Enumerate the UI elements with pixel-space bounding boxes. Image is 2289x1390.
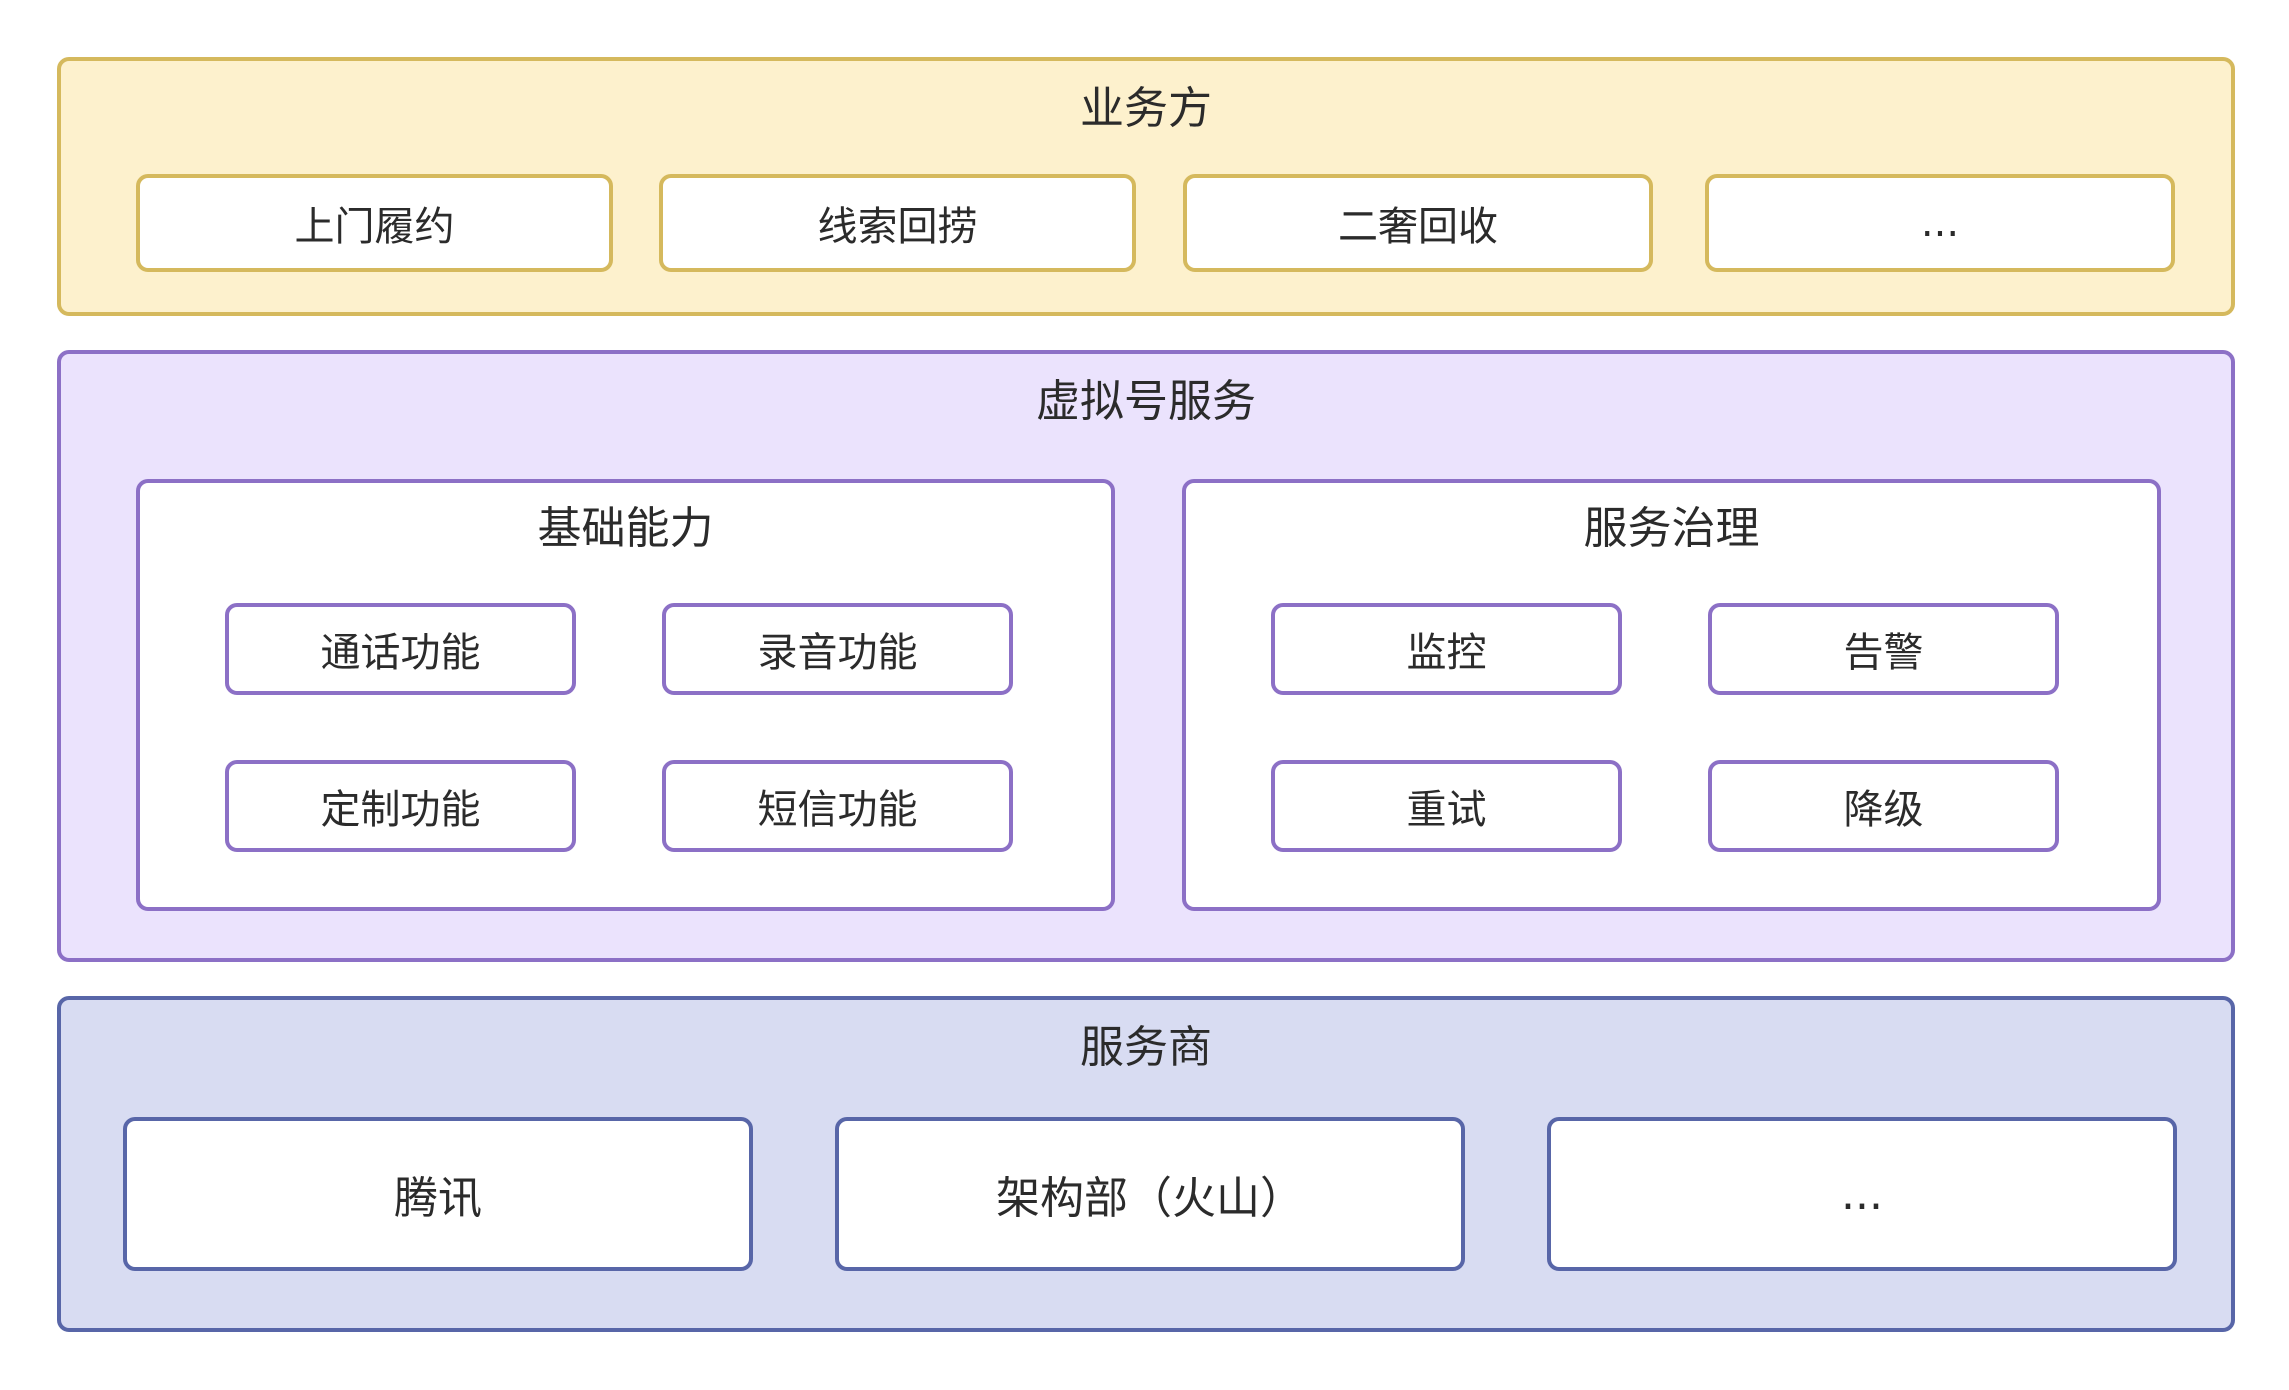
business-layer: 业务方 上门履约 线索回捞 二奢回收 ... (57, 57, 2235, 316)
business-item-lead-recovery: 线索回捞 (659, 174, 1136, 272)
business-item-more: ... (1705, 174, 2175, 272)
provider-more: ... (1547, 1117, 2177, 1271)
capability-sms: 短信功能 (662, 760, 1013, 852)
governance-monitoring: 监控 (1271, 603, 1622, 695)
service-governance-title: 服务治理 (1583, 503, 1760, 554)
capability-recording: 录音功能 (662, 603, 1013, 695)
governance-degradation: 降级 (1708, 760, 2059, 852)
capability-customization: 定制功能 (225, 760, 576, 852)
basic-capability-group: 基础能力 通话功能 录音功能 定制功能 短信功能 (136, 479, 1115, 911)
virtual-number-service-layer: 虚拟号服务 基础能力 通话功能 录音功能 定制功能 短信功能 服务治理 监控 告… (57, 350, 2235, 962)
business-item-luxury-recycling: 二奢回收 (1183, 174, 1653, 272)
business-layer-title: 业务方 (1080, 83, 1212, 134)
business-item-onsite-fulfillment: 上门履约 (136, 174, 613, 272)
service-governance-group: 服务治理 监控 告警 重试 降级 (1182, 479, 2161, 911)
provider-layer-title: 服务商 (1080, 1022, 1212, 1073)
provider-volcano: 架构部（火山） (835, 1117, 1465, 1271)
provider-tencent: 腾讯 (123, 1117, 753, 1271)
service-provider-layer: 服务商 腾讯 架构部（火山） ... (57, 996, 2235, 1332)
governance-alerting: 告警 (1708, 603, 2059, 695)
service-layer-title: 虚拟号服务 (1036, 376, 1256, 427)
basic-capability-title: 基础能力 (537, 503, 714, 554)
governance-retry: 重试 (1271, 760, 1622, 852)
capability-call: 通话功能 (225, 603, 576, 695)
